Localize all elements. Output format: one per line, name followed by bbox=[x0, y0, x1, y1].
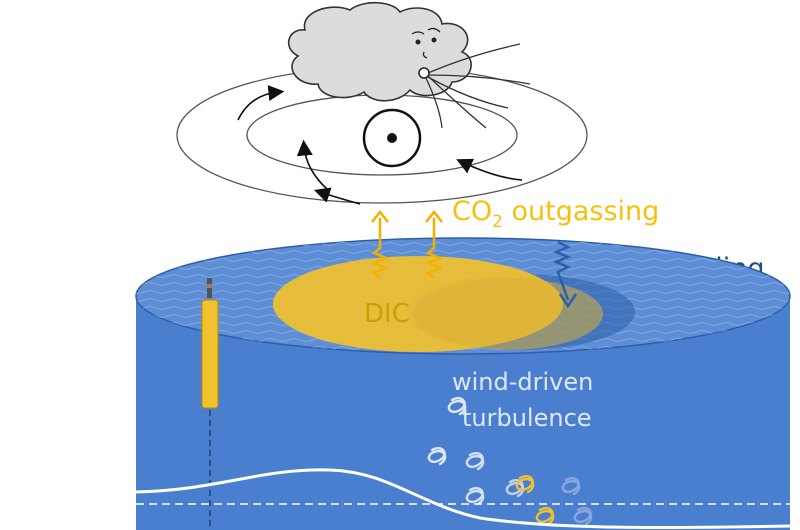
turbulence-label: turbulence bbox=[462, 404, 592, 432]
cloud-icon bbox=[289, 3, 472, 101]
dic-label: DIC bbox=[364, 299, 410, 329]
cyclone-eye-icon bbox=[364, 110, 420, 166]
wind-driven-label: wind-driven bbox=[452, 368, 593, 396]
co2-outgassing-label: CO2 outgassing bbox=[452, 196, 659, 232]
